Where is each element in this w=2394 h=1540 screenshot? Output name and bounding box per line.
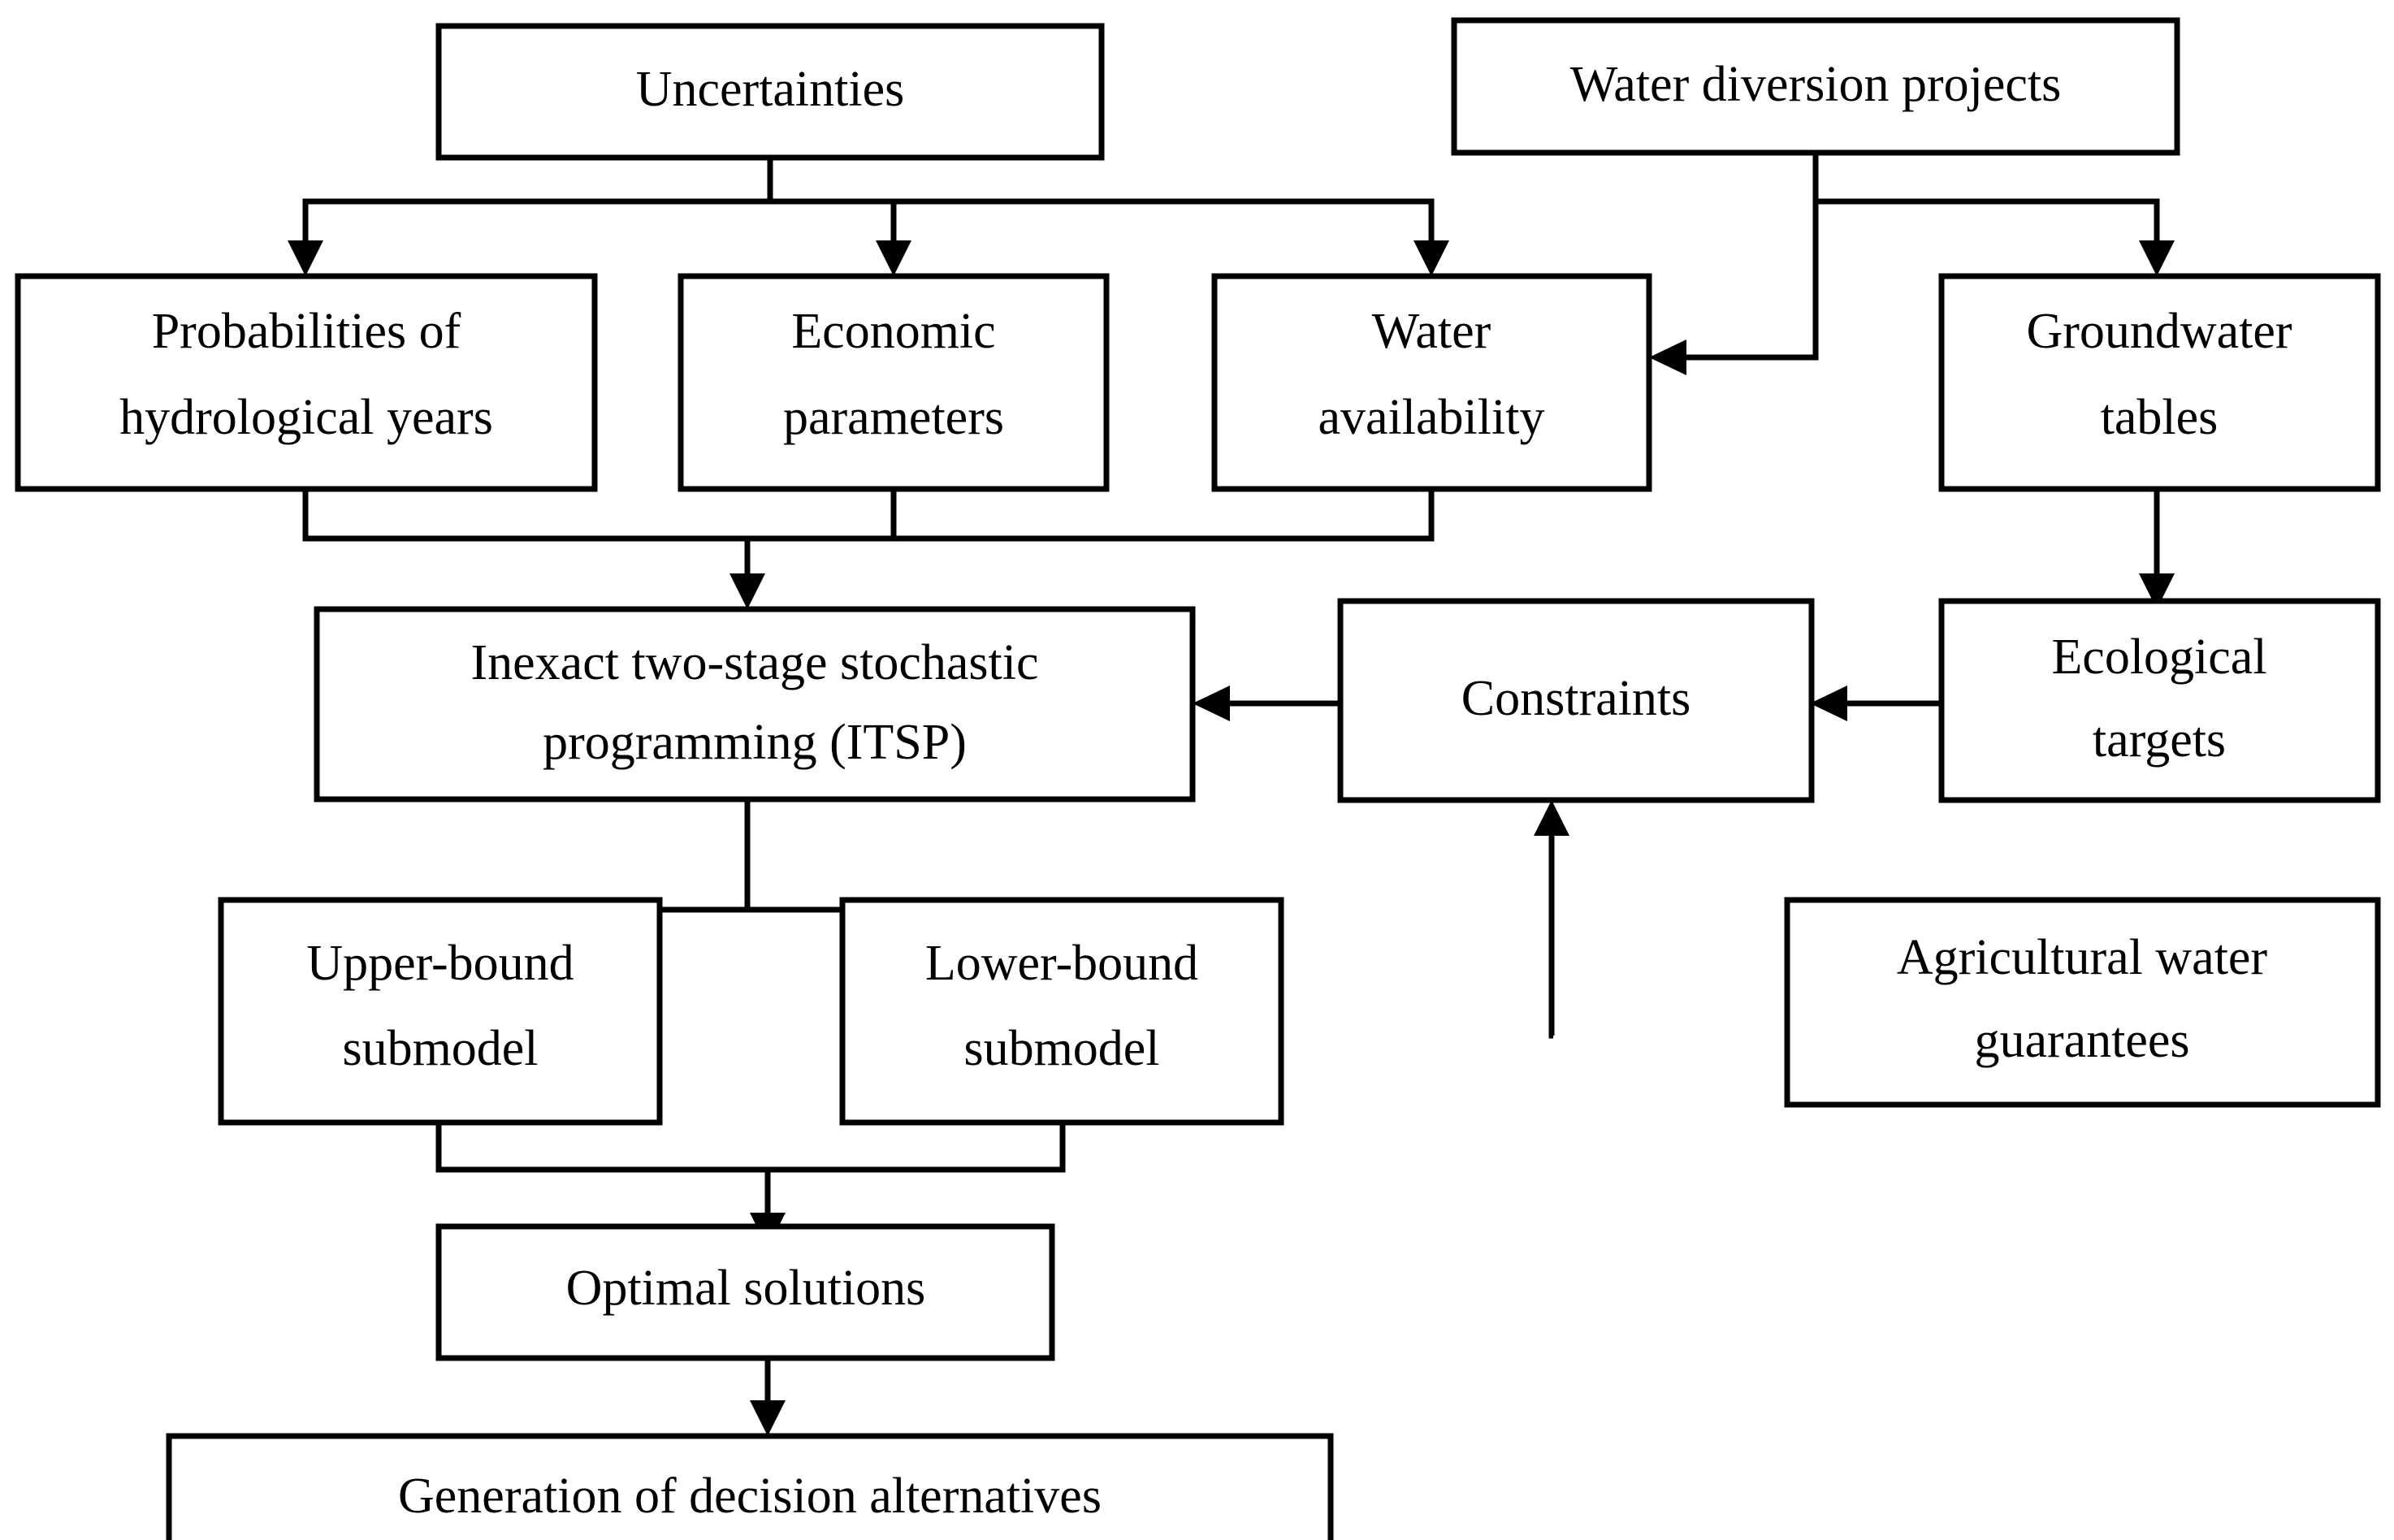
node-itsp[interactable]: Inexact two-stage stochastic programming…	[314, 606, 1196, 802]
node-ecological-targets-box[interactable]	[1938, 598, 2381, 803]
node-uncertainties-box[interactable]	[435, 23, 1105, 161]
node-constraints[interactable]: Constraints	[1337, 598, 1815, 803]
node-groundwater-tables-line-1: Groundwater	[2026, 304, 2292, 359]
edge-uncertainties-to-inputs	[288, 158, 1449, 276]
node-optimal-solutions-box[interactable]	[435, 1223, 1055, 1361]
edge-agricultural-to-constraints	[1534, 800, 1569, 1039]
node-lower-bound-submodel-line-2: submodel	[963, 1021, 1159, 1076]
node-groundwater-tables[interactable]: Groundwater tables	[1938, 273, 2381, 492]
node-upper-bound-submodel[interactable]: Upper-bound submodel	[218, 897, 663, 1126]
node-water-diversion-projects-label: Water diversion projects	[1570, 57, 2061, 112]
node-lower-bound-submodel-line-1: Lower-bound	[925, 936, 1198, 991]
node-agricultural-water-guarantees-box[interactable]	[1784, 897, 2381, 1108]
node-probabilities-line-1: Probabilities of	[152, 304, 461, 359]
edge-optimal-to-generation	[750, 1358, 786, 1436]
node-itsp-box[interactable]	[314, 606, 1196, 802]
node-water-availability-line-1: Water	[1372, 304, 1491, 359]
node-probabilities-of-hydrological-years-box[interactable]	[15, 273, 598, 492]
node-economic-parameters-box[interactable]	[678, 273, 1110, 492]
node-water-diversion-projects-box[interactable]	[1451, 17, 2180, 156]
node-itsp-line-1: Inexact two-stage stochastic	[471, 635, 1039, 690]
node-constraints-label: Constraints	[1461, 671, 1691, 726]
edge-ecological-to-constraints	[1810, 686, 1961, 721]
node-lower-bound-submodel[interactable]: Lower-bound submodel	[839, 897, 1284, 1126]
edge-groundwater-to-ecological	[2139, 489, 2175, 609]
node-constraints-box[interactable]	[1337, 598, 1815, 803]
node-ecological-targets-line-2: targets	[2093, 712, 2226, 768]
edge-inputs-to-itsp	[302, 489, 1435, 609]
node-groundwater-tables-line-2: tables	[2101, 390, 2219, 445]
node-probabilities-of-hydrological-years[interactable]: Probabilities of hydrological years	[15, 273, 598, 492]
node-economic-parameters-line-2: parameters	[783, 390, 1004, 445]
node-optimal-solutions[interactable]: Optimal solutions	[435, 1223, 1055, 1361]
node-generation-of-decision-alternatives[interactable]: Generation of decision alternatives	[166, 1433, 1334, 1540]
node-probabilities-line-2: hydrological years	[119, 390, 493, 445]
node-groundwater-tables-box[interactable]	[1938, 273, 2381, 492]
node-water-availability-box[interactable]	[1211, 273, 1652, 492]
node-generation-of-decision-alternatives-label: Generation of decision alternatives	[398, 1469, 1102, 1524]
node-itsp-line-2: programming (ITSP)	[543, 715, 967, 770]
node-economic-parameters[interactable]: Economic parameters	[678, 273, 1110, 492]
node-water-availability-line-2: availability	[1318, 390, 1545, 445]
node-uncertainties[interactable]: Uncertainties	[435, 23, 1105, 161]
node-economic-parameters-line-1: Economic	[791, 304, 995, 359]
node-generation-of-decision-alternatives-box[interactable]	[166, 1433, 1334, 1540]
node-water-diversion-projects[interactable]: Water diversion projects	[1451, 17, 2180, 156]
node-upper-bound-submodel-line-2: submodel	[342, 1021, 538, 1076]
node-water-availability[interactable]: Water availability	[1211, 273, 1652, 492]
edge-submodels-to-optimal	[435, 1123, 1066, 1248]
node-agricultural-water-guarantees[interactable]: Agricultural water guarantees	[1784, 897, 2381, 1108]
node-lower-bound-submodel-box[interactable]	[839, 897, 1284, 1126]
node-upper-bound-submodel-box[interactable]	[218, 897, 663, 1126]
node-ecological-targets[interactable]: Ecological targets	[1938, 598, 2381, 803]
node-optimal-solutions-label: Optimal solutions	[566, 1261, 926, 1316]
node-agricultural-water-guarantees-line-2: guarantees	[1974, 1013, 2189, 1068]
node-uncertainties-label: Uncertainties	[636, 62, 905, 117]
edge-waterdiversion-to-wateravail-groundwater	[1649, 153, 2175, 375]
node-upper-bound-submodel-line-1: Upper-bound	[306, 936, 574, 991]
node-agricultural-water-guarantees-line-1: Agricultural water	[1897, 930, 2268, 985]
node-ecological-targets-line-1: Ecological	[2051, 629, 2266, 685]
